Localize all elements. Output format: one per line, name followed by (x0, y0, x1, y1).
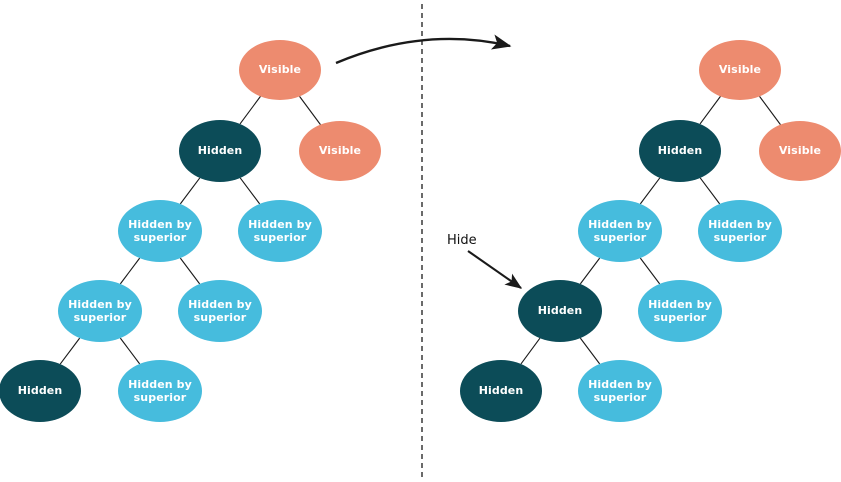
tree-node-hidden[interactable]: Hidden (0, 360, 81, 422)
tree-edge (119, 257, 141, 285)
tree-node-hidden[interactable]: Hidden (460, 360, 542, 422)
tree-node-label: Visible (778, 144, 822, 158)
tree-node-label: Hidden (197, 144, 243, 158)
tree-edge (179, 257, 201, 285)
tree-edge (119, 337, 141, 365)
tree-node-hidden-by-superior[interactable]: Hidden by superior (178, 280, 262, 342)
tree-node-hidden[interactable]: Hidden (179, 120, 261, 182)
tree-node-visible[interactable]: Visible (299, 121, 381, 181)
tree-node-hidden-by-superior[interactable]: Hidden by superior (118, 360, 202, 422)
tree-edge (239, 96, 261, 125)
tree-edge (759, 96, 781, 125)
tree-edge (299, 96, 321, 125)
tree-node-hidden-by-superior[interactable]: Hidden by superior (578, 200, 662, 262)
tree-node-hidden-by-superior[interactable]: Hidden by superior (578, 360, 662, 422)
tree-edge (239, 177, 261, 205)
tree-node-label: Hidden by superior (68, 297, 132, 325)
tree-node-hidden-by-superior[interactable]: Hidden by superior (238, 200, 322, 262)
tree-node-label: Hidden by superior (648, 297, 712, 325)
tree-edge (179, 177, 201, 205)
tree-edge (699, 177, 721, 205)
tree-node-hidden-by-superior[interactable]: Hidden by superior (638, 280, 722, 342)
hide-label: Hide (447, 233, 477, 248)
tree-node-label: Hidden by superior (128, 377, 192, 405)
tree-edge (579, 337, 601, 365)
tree-node-hidden-by-superior[interactable]: Hidden by superior (58, 280, 142, 342)
tree-node-label: Hidden by superior (128, 217, 192, 245)
tree-edge (59, 337, 81, 365)
tree-node-label: Hidden (657, 144, 703, 158)
tree-node-visible[interactable]: Visible (759, 121, 841, 181)
tree-node-hidden[interactable]: Hidden (639, 120, 721, 182)
tree-node-visible[interactable]: Visible (239, 40, 321, 100)
tree-node-hidden-by-superior[interactable]: Hidden by superior (698, 200, 782, 262)
tree-edge (520, 337, 541, 365)
tree-node-hidden-by-superior[interactable]: Hidden by superior (118, 200, 202, 262)
tree-node-label: Hidden (537, 304, 583, 318)
tree-node-label: Visible (318, 144, 362, 158)
tree-node-label: Hidden by superior (248, 217, 312, 245)
tree-node-label: Visible (258, 63, 302, 77)
tree-node-label: Hidden by superior (588, 377, 652, 405)
tree-edge (639, 257, 661, 285)
tree-node-label: Hidden by superior (588, 217, 652, 245)
tree-node-label: Hidden (17, 384, 63, 398)
tree-node-label: Hidden by superior (708, 217, 772, 245)
transition-arrow (335, 34, 512, 65)
tree-node-label: Hidden (478, 384, 524, 398)
tree-node-label: Hidden by superior (188, 297, 252, 325)
tree-node-hidden[interactable]: Hidden (518, 280, 602, 342)
tree-node-label: Visible (718, 63, 762, 77)
tree-edge (639, 177, 661, 205)
tree-node-visible[interactable]: Visible (699, 40, 781, 100)
tree-edge (579, 257, 601, 285)
tree-edge (699, 96, 721, 125)
hide-arrow (467, 250, 523, 289)
